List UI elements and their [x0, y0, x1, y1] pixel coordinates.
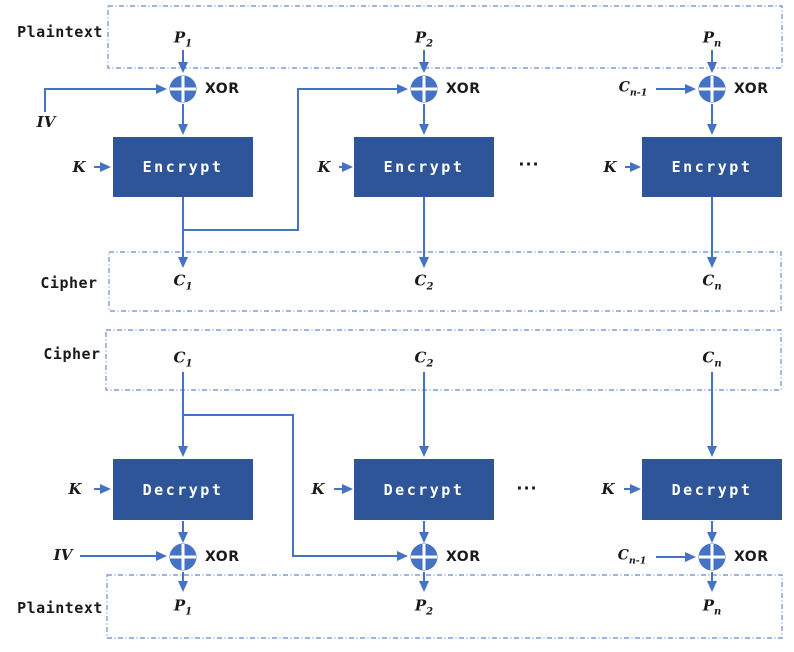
- enc-feedback-c1-to-xor2: [183, 84, 408, 231]
- enc-carry-label: Cn-1: [618, 79, 648, 99]
- dec-xor2-icon: [410, 543, 438, 571]
- dec-block-n: Decrypt: [642, 459, 782, 520]
- enc-output-label-1: C1: [173, 271, 193, 293]
- enc-key3-label: K: [603, 158, 617, 176]
- dec-carry-label: Cn-1: [617, 547, 647, 567]
- dec-output-label-n: Pn: [702, 596, 722, 618]
- dec-xor3-label: XOR: [734, 549, 769, 565]
- dec-block-2: Decrypt: [354, 459, 494, 520]
- enc-input-label-1: P1: [173, 28, 193, 50]
- enc-xor2-icon: [410, 75, 438, 103]
- dec-key2-label: K: [311, 480, 325, 498]
- enc-arrow-iv-to-xor1: [44, 84, 167, 112]
- enc-xor1-icon: [169, 75, 197, 103]
- dec-key1-label: K: [68, 480, 82, 498]
- enc-cipher-region: [108, 251, 782, 312]
- enc-block-2: Encrypt: [354, 137, 494, 197]
- dec-plaintext-region: [106, 574, 783, 639]
- enc-plaintext-region-label: Plaintext: [17, 23, 103, 41]
- enc-input-label-2: P2: [414, 28, 434, 50]
- enc-iv-label: IV: [36, 113, 56, 131]
- enc-plaintext-region: [107, 5, 783, 69]
- dec-xor3-icon: [698, 543, 726, 571]
- dec-block-1: Decrypt: [113, 459, 253, 520]
- dec-iv-label: IV: [53, 546, 73, 564]
- dec-cipher-region-label: Cipher: [43, 345, 101, 363]
- dec-xor1-label: XOR: [205, 549, 240, 565]
- dec-xor2-label: XOR: [446, 549, 481, 565]
- dec-ellipsis: ···: [516, 478, 538, 498]
- enc-key2-label: K: [317, 158, 331, 176]
- dec-plaintext-region-label: Plaintext: [17, 599, 103, 617]
- enc-xor3-label: XOR: [734, 81, 769, 97]
- enc-output-label-n: Cn: [702, 271, 722, 293]
- dec-output-label-1: P1: [173, 596, 193, 618]
- dec-xor1-icon: [169, 543, 197, 571]
- enc-cipher-region-label: Cipher: [40, 274, 98, 292]
- dec-cipher-region: [105, 329, 782, 391]
- enc-xor3-icon: [698, 75, 726, 103]
- enc-ellipsis: ···: [518, 154, 540, 174]
- dec-feedback-c1-to-xor2: [183, 414, 408, 561]
- dec-key3-label: K: [601, 480, 615, 498]
- enc-input-label-n: Pn: [702, 28, 722, 50]
- dec-input-label-1: C1: [173, 348, 193, 370]
- enc-block-1: Encrypt: [113, 137, 253, 197]
- enc-xor1-label: XOR: [205, 81, 240, 97]
- dec-input-label-n: Cn: [702, 348, 722, 370]
- dec-input-label-2: C2: [414, 348, 434, 370]
- enc-xor2-label: XOR: [446, 81, 481, 97]
- dec-output-label-2: P2: [414, 596, 434, 618]
- enc-key1-label: K: [72, 158, 86, 176]
- enc-output-label-2: C2: [414, 271, 434, 293]
- enc-block-n: Encrypt: [642, 137, 782, 197]
